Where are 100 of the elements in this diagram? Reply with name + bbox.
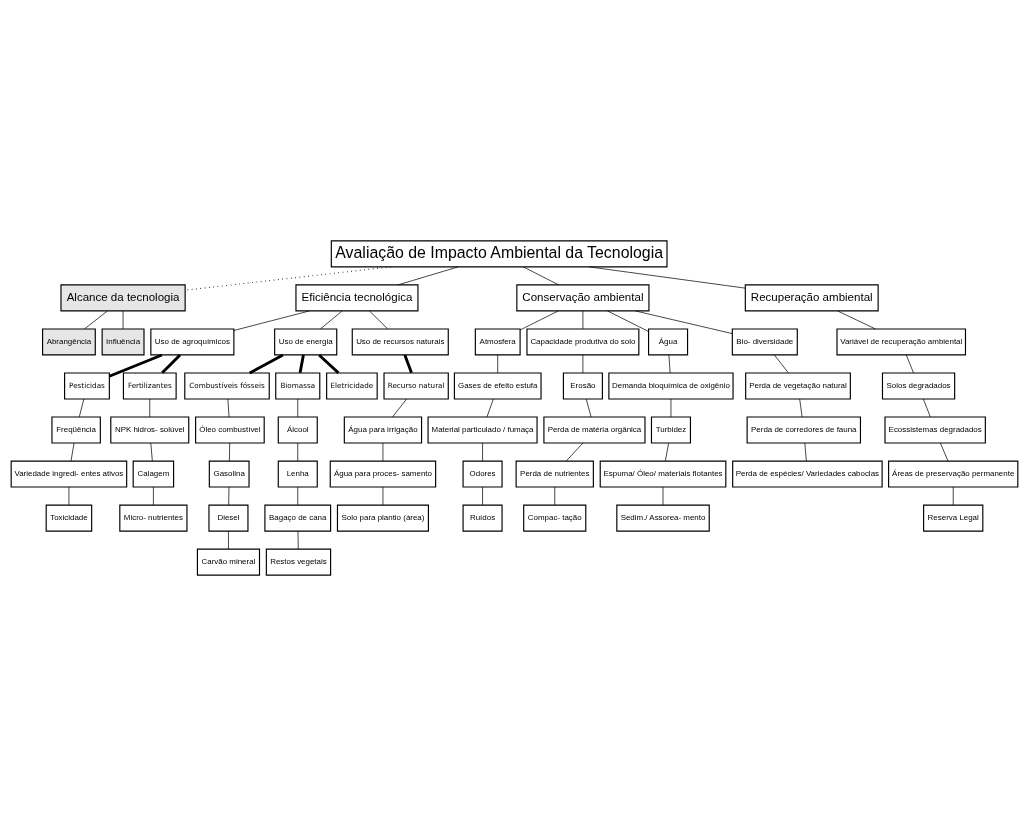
node-box: Variedade ingredi- entes ativos [10, 460, 128, 488]
node-box: Gasolina [208, 460, 250, 488]
connector [940, 442, 949, 461]
node-box: Odores [462, 460, 503, 488]
connector [799, 398, 803, 417]
connector [566, 442, 584, 461]
connector [582, 310, 584, 329]
node-box: Água para irrigação [343, 415, 423, 444]
connector [668, 354, 671, 373]
node-box: Reserva Legal [923, 504, 984, 532]
connector [78, 398, 85, 417]
connector [228, 530, 229, 549]
connector [774, 354, 789, 373]
connector [804, 442, 807, 461]
connector [905, 354, 914, 373]
connector [523, 266, 560, 285]
connector [497, 354, 499, 373]
node-box: Carvão mineral [196, 548, 261, 576]
node-box: Material particulado / fumaça [427, 415, 538, 444]
connector [482, 442, 483, 461]
connector [665, 442, 670, 461]
node-box: Perda de nutrientes [515, 460, 594, 488]
connector [585, 398, 592, 417]
node-box: Calagem [132, 460, 175, 488]
node-box: Freqüência [51, 415, 101, 444]
connector [582, 354, 584, 373]
connector [519, 310, 559, 330]
connector [607, 310, 649, 332]
node-box: Solo para plantio (área) [336, 504, 429, 532]
node-box: Alcance da tecnologia [60, 283, 186, 311]
connector [161, 353, 182, 374]
node-box: Eficiência tecnológica [295, 283, 419, 311]
node-box: Capacidade produtiva do solo [526, 327, 640, 355]
node-box: Bagaço de cana [264, 504, 332, 532]
node-box: Uso de energia [274, 327, 338, 355]
node-box: Abrangência [42, 327, 96, 355]
node-box: Água [648, 327, 689, 355]
connector [233, 310, 310, 331]
node-box: Influência [101, 327, 145, 355]
node-box: Demanda bioquímica de oxigênio [608, 371, 734, 400]
node-box: Perda de corredores de fauna [746, 415, 862, 444]
node-box: Diesel [208, 504, 249, 532]
connector [662, 486, 664, 505]
node-box: Biomassa [275, 371, 321, 400]
node-box: Combustíveis fósseis [184, 371, 270, 400]
node-box: Ecossistemas degradados [884, 415, 986, 444]
connector [486, 398, 494, 417]
node-box: Lenha [277, 460, 318, 488]
node-box: Espuma/ Óleo/ materiais flotantes [599, 460, 727, 488]
connector [297, 442, 299, 461]
connector [403, 354, 413, 373]
node-box: Óleo combustível [195, 415, 265, 444]
node-box: Restos vegetais [265, 548, 332, 576]
node-box: Fertilizantes [122, 371, 177, 400]
node-box: Eletricidade [326, 371, 378, 400]
node-box: Solos degradados [881, 371, 956, 400]
connector [635, 310, 733, 334]
connector [150, 442, 153, 461]
connector [589, 266, 746, 288]
node-box: Álcool [277, 415, 318, 444]
node-box: Atmosfera [474, 327, 521, 355]
node-box: Toxicidade [45, 504, 93, 532]
connector [297, 398, 299, 417]
connector [952, 486, 954, 505]
node-box: Perda de vegetação natural [745, 371, 851, 400]
connector [149, 398, 151, 417]
connector [84, 310, 108, 329]
connector [229, 442, 231, 461]
node-box: Áreas de preservação permanente [888, 460, 1019, 488]
connector [554, 486, 556, 505]
connector [70, 442, 75, 461]
node-box: Erosão [562, 371, 603, 400]
node-box: Uso de agroquímicos [150, 327, 235, 355]
connector [297, 486, 299, 505]
node-box: Variável de recuperação ambiental [836, 327, 967, 355]
connector [153, 486, 154, 505]
connector [482, 486, 483, 505]
node-box: Pesticidas [64, 371, 110, 400]
connector [227, 398, 230, 417]
node-box: Avaliação de Impacto Ambiental da Tecnologia [330, 239, 668, 267]
connector [298, 354, 305, 373]
node-box: Micro- nutrientes [119, 504, 188, 532]
connector [382, 486, 384, 505]
node-box: Ruídos [462, 504, 503, 532]
node-box: Conservação ambiental [516, 283, 650, 311]
node-box: Gases de efeito estufa [453, 371, 542, 400]
node-box: Água para proces- samento [329, 460, 437, 488]
connector [68, 486, 70, 505]
node-box: Recuperação ambiental [744, 283, 879, 311]
connector [297, 530, 299, 549]
connector [122, 310, 124, 329]
node-box: Uso de recursos naturais [351, 327, 449, 355]
node-box: Compac- tação [523, 504, 587, 532]
connector [397, 266, 459, 285]
connector [184, 265, 392, 291]
node-box: Recurso natural [383, 371, 449, 400]
connector [320, 310, 343, 329]
connector [923, 398, 931, 417]
connector [249, 353, 284, 374]
connector [108, 353, 163, 378]
